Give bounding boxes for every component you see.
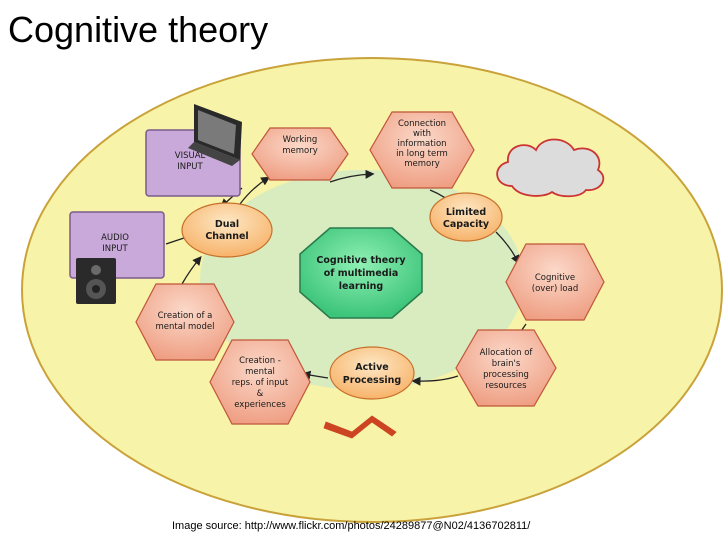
working-memory-line2: memory: [282, 146, 318, 156]
node-creation-model: Creation of a mental model: [135, 283, 235, 361]
dual-channel-line1: Dual: [215, 219, 239, 230]
arrow-limited-to-cognitive: [495, 231, 520, 265]
connection-line2: with: [413, 129, 431, 139]
arrow-dual-to-working: [239, 176, 271, 205]
creation-reps-line5: experiences: [234, 400, 286, 410]
center-line2: of multimedia: [324, 268, 399, 279]
creation-model-line1: Creation of a: [158, 311, 213, 321]
allocation-line2: brain's: [492, 359, 521, 369]
audio-input-label-line1: AUDIO: [101, 233, 129, 243]
node-creation-reps: Creation - mental reps. of input & exper…: [209, 339, 311, 425]
node-dual-channel: Dual Channel: [181, 202, 273, 258]
center-node: Cognitive theory of multimedia learning: [299, 227, 423, 319]
image-source-caption: Image source: http://www.flickr.com/phot…: [172, 520, 531, 532]
limited-capacity-line2: Capacity: [443, 219, 490, 230]
active-processing-line2: Processing: [343, 375, 401, 386]
node-working-memory: Working memory: [251, 127, 349, 181]
creation-reps-line3: reps. of input: [232, 378, 289, 388]
limited-capacity-line1: Limited: [446, 207, 486, 218]
center-line1: Cognitive theory: [316, 255, 406, 266]
connection-line3: information: [397, 139, 446, 149]
working-memory-line1: Working: [283, 135, 318, 145]
visual-input-label-line1: VISUAL: [175, 151, 206, 161]
connection-line4: in long term: [396, 149, 448, 159]
audio-input-box: AUDIO INPUT: [69, 211, 165, 304]
slide-title: Cognitive theory: [8, 9, 269, 50]
allocation-line3: processing: [483, 370, 529, 380]
creation-reps-line4: &: [257, 389, 264, 399]
speaker-icon: [76, 258, 116, 304]
arrow-working-to-connection: [329, 169, 375, 183]
cognitive-load-line2: (over) load: [532, 284, 578, 294]
creation-model-line2: mental model: [156, 322, 215, 332]
node-limited-capacity: Limited Capacity: [429, 192, 503, 242]
visual-input-box: VISUAL INPUT: [145, 104, 242, 197]
arrow-allocation-to-active: [411, 375, 459, 386]
allocation-line4: resources: [485, 381, 527, 391]
arrow-model-to-dual: [181, 256, 202, 285]
monitor-icon: [188, 104, 242, 166]
node-cognitive-load: Cognitive (over) load: [505, 243, 605, 321]
zigzag-icon: [323, 415, 397, 439]
allocation-line1: Allocation of: [480, 348, 534, 358]
dual-channel-line2: Channel: [205, 231, 248, 242]
creation-reps-line2: mental: [245, 367, 275, 377]
node-active-processing: Active Processing: [329, 346, 415, 400]
creation-reps-line1: Creation -: [239, 356, 281, 366]
active-processing-line1: Active: [355, 362, 388, 373]
cognitive-load-line1: Cognitive: [535, 273, 575, 283]
visual-input-label-line2: INPUT: [177, 162, 203, 172]
connection-line1: Connection: [398, 119, 446, 129]
node-allocation: Allocation of brain's processing resourc…: [455, 329, 557, 407]
center-line3: learning: [339, 281, 383, 292]
node-connection: Connection with information in long term…: [369, 111, 475, 189]
connection-line5: memory: [404, 159, 440, 169]
cloud-icon: [496, 138, 605, 198]
audio-input-label-line2: INPUT: [102, 244, 128, 254]
